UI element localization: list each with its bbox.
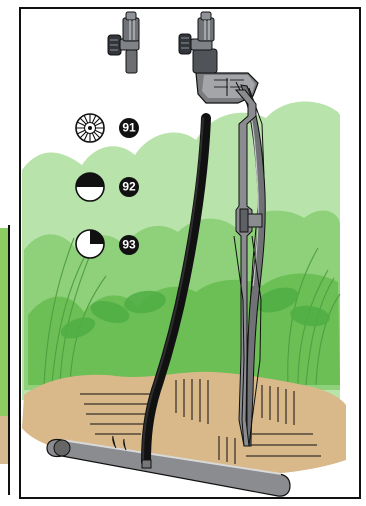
tubing-connector xyxy=(142,460,151,468)
spray-pattern-quarter-circle-icon xyxy=(76,230,104,258)
pattern-label-91-text: 91 xyxy=(122,121,136,135)
pattern-label-92: 92 xyxy=(119,177,139,197)
pattern-label-91: 91 xyxy=(119,118,139,138)
pattern-label-93-text: 93 xyxy=(122,238,136,252)
spray-pattern-full-circle-icon xyxy=(76,114,104,142)
left-partial-panel xyxy=(0,225,10,495)
pattern-label-92-text: 92 xyxy=(122,180,136,194)
pattern-label-93: 93 xyxy=(119,235,139,255)
spray-pattern-half-circle-icon xyxy=(76,173,104,201)
main-scene: 91 92 93 xyxy=(20,8,360,498)
